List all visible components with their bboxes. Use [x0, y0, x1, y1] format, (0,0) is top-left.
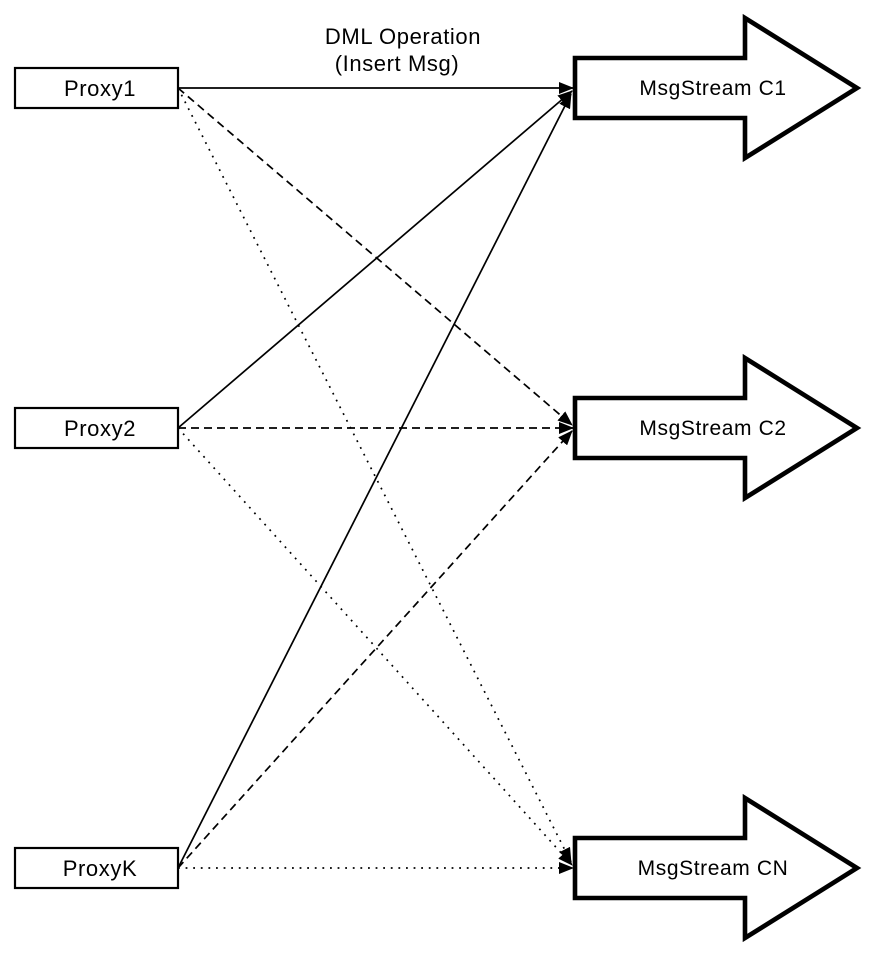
msgstream-cn-label: MsgStream CN	[638, 857, 789, 880]
msgstream-c2-arrow-shape	[572, 353, 862, 503]
link-proxy2-to-cn	[177, 427, 573, 866]
link-proxy2-to-c1	[177, 90, 573, 429]
proxy1-box	[13, 66, 180, 110]
link-proxy1-to-cn	[177, 87, 572, 863]
proxy1-label: Proxy1	[64, 76, 136, 101]
msgstream-cn-arrow-shape	[572, 793, 862, 943]
proxy2-label: Proxy2	[64, 416, 136, 441]
dml-annotation-line1: DML Operation	[325, 24, 481, 49]
msgstream-c1-label: MsgStream C1	[639, 77, 786, 100]
link-proxy1-to-c2	[177, 87, 573, 426]
msgstream-c1-arrow-shape	[572, 13, 862, 163]
proxy2-box	[13, 406, 180, 450]
proxyk-label: ProxyK	[63, 856, 138, 881]
dml-annotation-line2: (Insert Msg)	[335, 51, 460, 76]
link-proxyk-to-c2	[177, 430, 573, 869]
link-proxyk-to-c1	[177, 93, 572, 869]
proxyk-box	[13, 846, 180, 890]
msgstream-c2-label: MsgStream C2	[639, 417, 786, 440]
